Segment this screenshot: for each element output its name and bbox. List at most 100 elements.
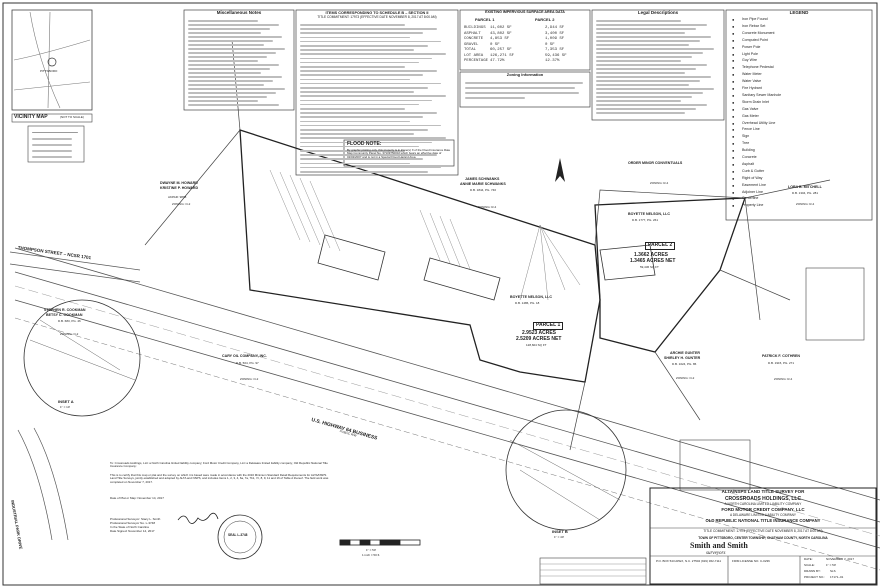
legend-symbol-icon: ●: [732, 72, 735, 78]
impervious-cell-p1: 0 SF: [490, 42, 500, 47]
text-line: [596, 56, 693, 58]
text-line: [32, 132, 78, 133]
text-line: [32, 156, 72, 158]
text-line: [300, 78, 410, 81]
legend-symbol-icon: ●: [732, 175, 735, 181]
text-line: [300, 36, 410, 39]
text-line: [188, 72, 261, 74]
vicinity-town-label: PITTSBORO: [40, 69, 58, 73]
text-line: [188, 24, 279, 26]
schedule-title: ITEMS CORRESPONDING TO SCHEDULE B – SECT…: [325, 11, 429, 15]
text-line: [32, 138, 72, 140]
text-line: [596, 64, 708, 66]
legend-item-label: Light Pole: [742, 51, 758, 56]
title-block-commitment: TITLE COMMITMENT: 17973 (EFFECTIVE DATE …: [703, 529, 823, 533]
text-line: [300, 49, 414, 51]
text-line: [300, 24, 405, 26]
adjoiner-order-minor: ORDER MINOR CONVENTUALS: [628, 161, 683, 165]
legend-item-label: Sanitary Sewer Manhole: [742, 92, 782, 97]
legend-symbol-icon: ●: [732, 155, 735, 160]
impervious-cell-p2: 0 SF: [545, 42, 555, 47]
legend-item-label: Right of Way: [742, 175, 763, 180]
impervious-cell-name: GRAVEL: [464, 42, 479, 47]
adjoiner-cary-oil: CARY OIL COMPANY, INC.: [222, 354, 267, 358]
text-line: [300, 53, 446, 55]
legend-item-label: Water Meter: [742, 72, 762, 77]
parcel2-acres: 1.3662 ACRES: [634, 252, 668, 258]
legend-symbol-icon: ●: [732, 99, 735, 105]
impervious-cell-p2: 59,436 SF: [545, 53, 567, 58]
impervious-cell-p1: 60,257 SF: [490, 48, 512, 52]
parcel2-label: PARCEL 2: [645, 242, 676, 250]
legal-title: Legal Descriptions: [637, 10, 679, 15]
parcel1-col-label: PARCEL 1: [475, 17, 495, 22]
misc-notes-title: Miscellaneous Notes: [216, 10, 262, 15]
legend-item-label: Property Line: [742, 203, 764, 208]
text-line: [188, 76, 282, 78]
legend-symbol-icon: ●: [732, 141, 735, 147]
text-line: [465, 82, 583, 84]
text-line: [188, 100, 258, 102]
text-line: [188, 20, 258, 22]
impervious-cell-name: TOTAL: [464, 48, 477, 52]
adjoiner-howard-zoning: ZONING: O-2: [172, 202, 191, 206]
impervious-cell-name: PERCENTAGE: [464, 59, 489, 63]
impervious-cell-name: BUILDINGS: [464, 26, 486, 30]
legend-symbol-icon: ●: [732, 203, 735, 209]
legend-symbol-icon: ●: [732, 92, 735, 98]
text-line: [596, 32, 686, 34]
text-line: [188, 68, 270, 70]
impervious-cell-name: CONCRETE: [464, 37, 484, 41]
title-block-location: TOWN OF PITTSBORO, CENTER TOWNSHIP, CHAT…: [698, 536, 828, 540]
tb-date-label: DATE:: [804, 557, 813, 561]
legend-symbol-icon: ●: [732, 113, 735, 119]
legend-item-label: Asphalt: [742, 161, 754, 166]
text-line: [596, 48, 715, 50]
impervious-cell-p2: 3,400 SF: [545, 31, 565, 36]
adjoiner-gunter-name2: SHIRLEY H. GUNTER: [664, 356, 701, 360]
text-line: [300, 99, 432, 102]
impervious-cell-name: LOT AREA: [464, 53, 484, 58]
text-line: [596, 84, 689, 86]
title-block-co-client-sub: A DELAWARE LIMITED LIABILITY COMPANY: [729, 513, 797, 517]
parcel1-label: PARCEL 1: [533, 322, 564, 330]
impervious-cell-name: ASPHALT: [464, 31, 481, 36]
text-line: [596, 60, 682, 62]
adjoiner-cookman-name2: BETSY C. COOKMAN: [46, 313, 83, 317]
tb-date-value: NOVEMBER 7, 2017: [826, 557, 855, 561]
text-line: [300, 171, 428, 173]
impervious-cell-p1: 4,853 SF: [490, 37, 510, 41]
vicinity-map-title: VICINITY MAP: [14, 114, 48, 120]
inset-a-label: INSET A: [58, 399, 74, 404]
legend-item-label: Gas Meter: [742, 113, 759, 118]
text-line: [596, 24, 708, 26]
text-line: [596, 80, 700, 82]
legend-item-label: Gas Valve: [742, 106, 759, 111]
adjoiner-gunter-book: D.B. 1024, PG. 86: [672, 362, 697, 366]
text-line: [32, 144, 72, 146]
legend-item-label: Building: [742, 148, 755, 153]
text-line: [596, 52, 704, 54]
legend-item-label: Concrete Monument: [742, 30, 775, 35]
legend-item-label: Water Valve: [742, 79, 762, 84]
tb-drawn-label: DRAWN BY:: [804, 569, 821, 573]
legend-item-label: Easement Line: [742, 182, 766, 187]
legend-item-label: Iron Pipe Found: [742, 17, 768, 21]
text-line: [300, 137, 446, 139]
title-block-title: ALTA/NSPS LAND TITLE SURVEY FOR: [721, 489, 805, 494]
parcel2-sf: 59,436 SQ FT: [640, 265, 659, 269]
certification-state: In the State of North Carolina: [110, 525, 149, 529]
adjoiner-boyette-top-book: D.B. 1777, PG. 261: [632, 218, 659, 222]
adjoiner-howard-name1: DWAYNE M. HOWARD: [160, 181, 198, 185]
legend-symbol-icon: ●: [732, 189, 735, 195]
adjoiner-cary-oil-zoning: ZONING: O-2: [240, 377, 259, 381]
text-line: [300, 74, 423, 76]
adjoiner-mitchell: LORA B. MITCHELL: [788, 185, 822, 189]
text-line: [465, 97, 525, 99]
firm-name: Smith and Smith: [690, 541, 748, 550]
vicinity-scale-note: (NOT TO SCALE): [60, 115, 84, 119]
text-line: [465, 87, 575, 89]
adjoiner-gunter-name1: ARCHIE GUNTER: [670, 351, 700, 355]
legend-symbol-icon: ●: [732, 86, 735, 91]
